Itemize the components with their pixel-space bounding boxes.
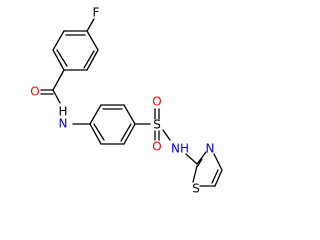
- atom-H: H: [58, 105, 67, 119]
- atom-S-thiazole: S: [192, 182, 200, 196]
- amide-group: [40, 69, 91, 125]
- bond: [123, 123, 136, 145]
- bond: [86, 18, 95, 32]
- bond: [86, 30, 99, 51]
- atom-F: F: [93, 6, 100, 20]
- bond: [52, 69, 65, 91]
- atom-N: N: [59, 117, 68, 131]
- bond: [89, 123, 102, 145]
- thiazole-ring: [185, 151, 223, 187]
- atom-O-top: O: [152, 95, 161, 109]
- bond: [123, 104, 136, 125]
- bond: [214, 169, 223, 187]
- bond: [213, 153, 223, 171]
- bond: [162, 129, 171, 141]
- atom-N-thiazole: N: [206, 142, 215, 156]
- bond: [89, 104, 102, 125]
- bond-double: [83, 50, 95, 69]
- bond: [52, 30, 65, 51]
- bond: [185, 153, 198, 165]
- bond-double: [196, 158, 203, 168]
- molecule-diagram: F O H N S O O NH N S: [30, 6, 223, 196]
- phenylene-ring: [89, 104, 136, 145]
- bond-double: [120, 123, 132, 142]
- atom-S: S: [153, 118, 161, 132]
- bond: [86, 49, 99, 71]
- bond: [192, 165, 198, 183]
- atom-O: O: [30, 85, 39, 99]
- bond: [52, 89, 61, 104]
- bond-double: [93, 123, 105, 141]
- atom-NH: NH: [171, 142, 189, 156]
- bond-double: [211, 169, 219, 184]
- bond: [196, 151, 207, 165]
- fluorophenyl-ring: [52, 18, 99, 71]
- sulfonyl-group: [134, 108, 171, 141]
- bond: [52, 49, 65, 71]
- bond-double: [56, 49, 68, 67]
- atom-O-bottom: O: [152, 140, 161, 154]
